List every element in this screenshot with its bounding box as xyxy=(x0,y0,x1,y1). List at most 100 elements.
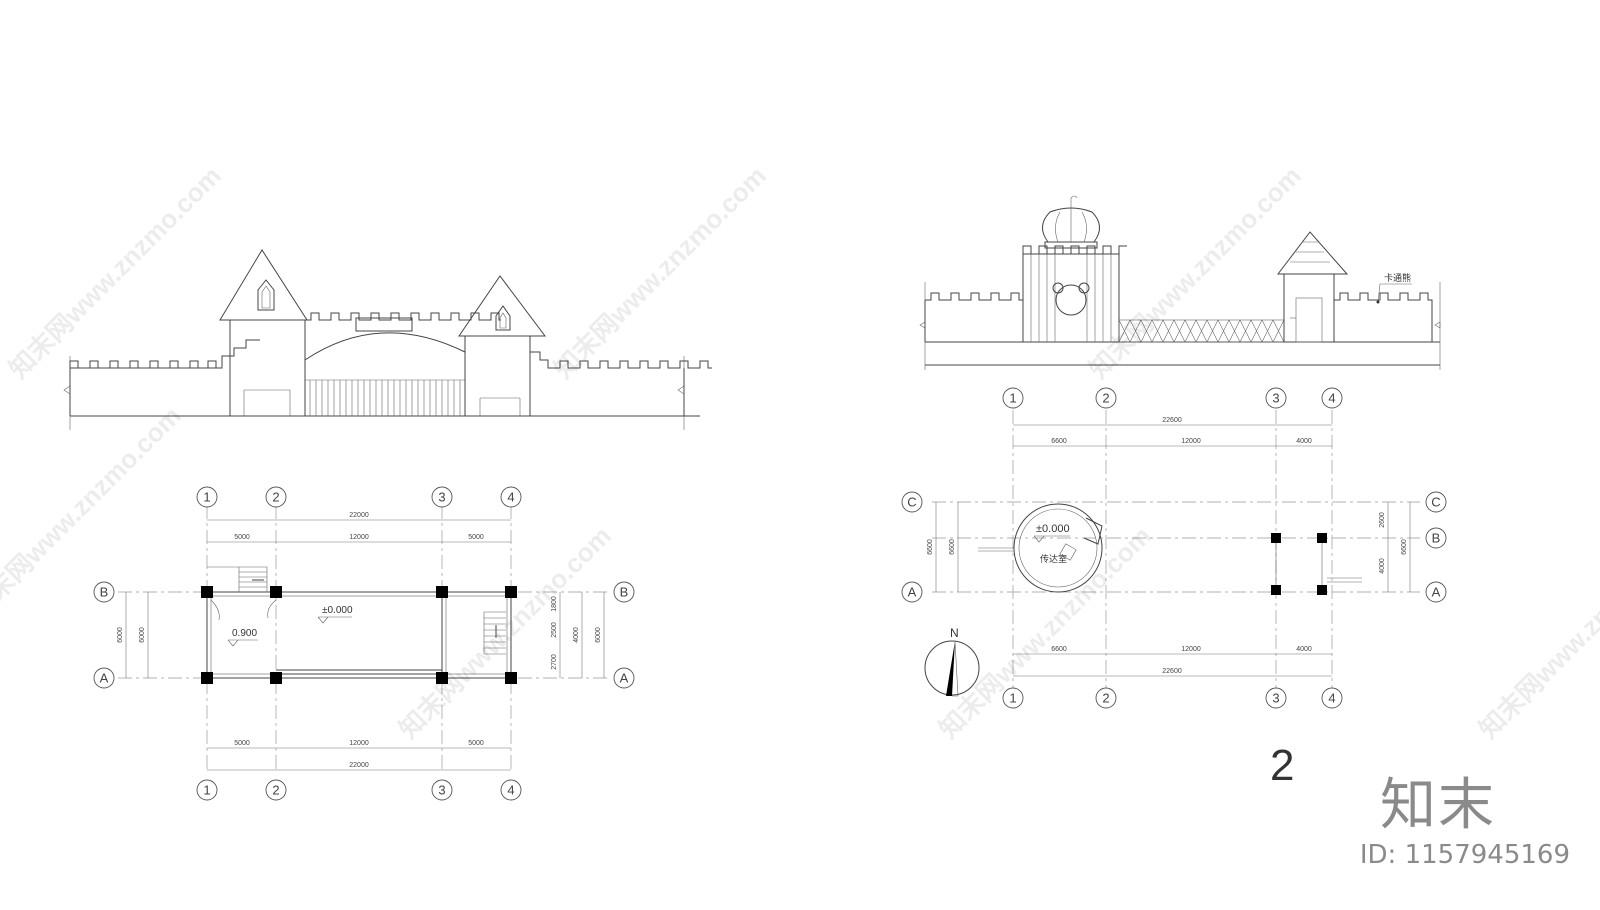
dim-seg-2-top: 12000 xyxy=(349,534,369,541)
axis-bubble-B-right-right: B xyxy=(1425,527,1447,549)
north-arrow-icon: N xyxy=(924,626,980,697)
dim-side-right-1-right: 2600 xyxy=(1379,512,1386,528)
svg-text:B: B xyxy=(620,585,629,600)
dim-side-right-3-right: 6600 xyxy=(1401,539,1408,555)
level-side-left: 0.900 xyxy=(232,628,257,639)
left-gate-plan: ±0.000 0.900 22000 5000 12000 5000 5000 … xyxy=(93,486,635,801)
svg-text:A: A xyxy=(620,671,629,686)
dim-seg-1-bottom-right: 6600 xyxy=(1051,646,1067,653)
svg-text:3: 3 xyxy=(1272,391,1279,406)
axis-bubble-1-top: 1 xyxy=(196,486,218,508)
axis-bubble-1-bottom-right: 1 xyxy=(1002,687,1024,709)
right-gate-elevation: 卡通熊 xyxy=(919,195,1441,370)
axis-bubble-1-bottom: 1 xyxy=(196,779,218,801)
svg-text:2: 2 xyxy=(1102,691,1109,706)
svg-text:4: 4 xyxy=(1328,391,1335,406)
brand-logo: 知末 xyxy=(1380,773,1496,838)
dim-total-bottom: 22000 xyxy=(349,762,369,769)
axis-bubble-2-bottom-right: 2 xyxy=(1095,687,1117,709)
svg-text:知末网www.znzmo.com: 知末网www.znzmo.com xyxy=(548,160,772,384)
svg-text:2: 2 xyxy=(1102,391,1109,406)
axis-bubble-3-bottom-right: 3 xyxy=(1265,687,1287,709)
svg-text:A: A xyxy=(100,671,109,686)
axis-bubble-A-left-right: A xyxy=(901,581,923,603)
axis-bubble-2-top-right: 2 xyxy=(1095,387,1117,409)
svg-text:A: A xyxy=(908,585,917,600)
dim-seg-1-bottom: 5000 xyxy=(234,740,250,747)
guard-room-label: 传达室 xyxy=(1040,553,1067,564)
image-id-label: ID: 1157945169 xyxy=(1359,840,1570,870)
dim-side-left-2-right: 6600 xyxy=(949,539,956,555)
sheet-number: 2 xyxy=(1270,741,1294,790)
axis-bubble-3-top-right: 3 xyxy=(1265,387,1287,409)
svg-text:知末网www.znzmo.com: 知末网www.znzmo.com xyxy=(3,160,227,384)
axis-bubble-C-right-right: C xyxy=(1425,491,1447,513)
svg-text:知末网www.znzmo.com: 知末网www.znzmo.com xyxy=(1083,160,1307,384)
svg-text:C: C xyxy=(1431,495,1440,510)
svg-text:1: 1 xyxy=(1009,691,1016,706)
dim-side-right-4: 4000 xyxy=(573,627,580,643)
dim-seg-2-top-right: 12000 xyxy=(1181,438,1201,445)
right-gate-plan: ±0.000 传达室 22600 6600 12000 4000 6600 12… xyxy=(901,387,1447,790)
svg-text:3: 3 xyxy=(438,783,445,798)
svg-text:4: 4 xyxy=(507,490,514,505)
dim-side-right-2: 2500 xyxy=(551,622,558,638)
axis-bubble-2-top: 2 xyxy=(265,486,287,508)
axis-bubble-A-left: A xyxy=(93,667,115,689)
svg-text:1: 1 xyxy=(203,490,210,505)
svg-text:3: 3 xyxy=(1272,691,1279,706)
dim-seg-1-top-right: 6600 xyxy=(1051,438,1067,445)
svg-text:2: 2 xyxy=(272,783,279,798)
dim-side-left-2: 6000 xyxy=(139,627,146,643)
level-main-right: ±0.000 xyxy=(1036,523,1070,535)
svg-text:知末网www.znzmo.com: 知末网www.znzmo.com xyxy=(0,400,187,624)
svg-text:B: B xyxy=(100,585,109,600)
dim-side-left-1: 6000 xyxy=(117,627,124,643)
bear-face xyxy=(1052,282,1090,316)
axis-bubble-A-right: A xyxy=(613,667,635,689)
dim-side-right-2-right: 4000 xyxy=(1379,558,1386,574)
svg-text:2: 2 xyxy=(272,490,279,505)
axis-bubble-3-bottom: 3 xyxy=(431,779,453,801)
svg-text:B: B xyxy=(1432,531,1441,546)
axis-bubble-4-top: 4 xyxy=(500,486,522,508)
left-gate-elevation xyxy=(63,249,712,430)
axis-bubble-2-bottom: 2 xyxy=(265,779,287,801)
svg-text:知末网www.znzmo.com: 知末网www.znzmo.com xyxy=(393,520,617,744)
axis-bubble-1-top-right: 1 xyxy=(1002,387,1024,409)
dim-side-right-1: 1800 xyxy=(551,596,558,612)
cartoon-bear-note: 卡通熊 xyxy=(1384,272,1411,283)
svg-text:A: A xyxy=(1432,585,1441,600)
axis-bubble-B-right: B xyxy=(613,581,635,603)
svg-text:N: N xyxy=(950,626,959,640)
axis-bubble-4-top-right: 4 xyxy=(1321,387,1343,409)
svg-text:4: 4 xyxy=(507,783,514,798)
axis-bubble-C-left-right: C xyxy=(901,491,923,513)
dim-total-bottom-right: 22600 xyxy=(1162,668,1182,675)
guard-room-plan: ±0.000 传达室 xyxy=(978,503,1103,593)
svg-text:1: 1 xyxy=(1009,391,1016,406)
dim-seg-3-bottom: 5000 xyxy=(468,740,484,747)
dim-seg-3-bottom-right: 4000 xyxy=(1296,646,1312,653)
dim-seg-2-bottom-right: 12000 xyxy=(1181,646,1201,653)
svg-text:C: C xyxy=(907,495,916,510)
svg-text:3: 3 xyxy=(438,490,445,505)
dim-seg-3-top: 5000 xyxy=(468,534,484,541)
svg-text:知末网www.znzmo.com: 知末网www.znzmo.com xyxy=(1473,520,1600,744)
dim-seg-1-top: 5000 xyxy=(234,534,250,541)
axis-bubble-3-top: 3 xyxy=(431,486,453,508)
axis-bubble-A-right-right: A xyxy=(1425,581,1447,603)
gate-bars xyxy=(305,379,465,416)
dim-seg-2-bottom: 12000 xyxy=(349,740,369,747)
dim-side-right-5: 6000 xyxy=(595,627,602,643)
dim-side-right-3: 2700 xyxy=(551,654,558,670)
watermark-layer: 知末网www.znzmo.com 知末网www.znzmo.com 知末网www… xyxy=(0,160,1600,744)
axis-bubble-4-bottom-right: 4 xyxy=(1321,687,1343,709)
level-main-left: ±0.000 xyxy=(322,605,353,616)
dim-side-left-1-right: 6600 xyxy=(927,539,934,555)
svg-text:4: 4 xyxy=(1328,691,1335,706)
dim-seg-3-top-right: 4000 xyxy=(1296,438,1312,445)
dim-total-top: 22000 xyxy=(349,512,369,519)
axis-bubble-4-bottom: 4 xyxy=(500,779,522,801)
